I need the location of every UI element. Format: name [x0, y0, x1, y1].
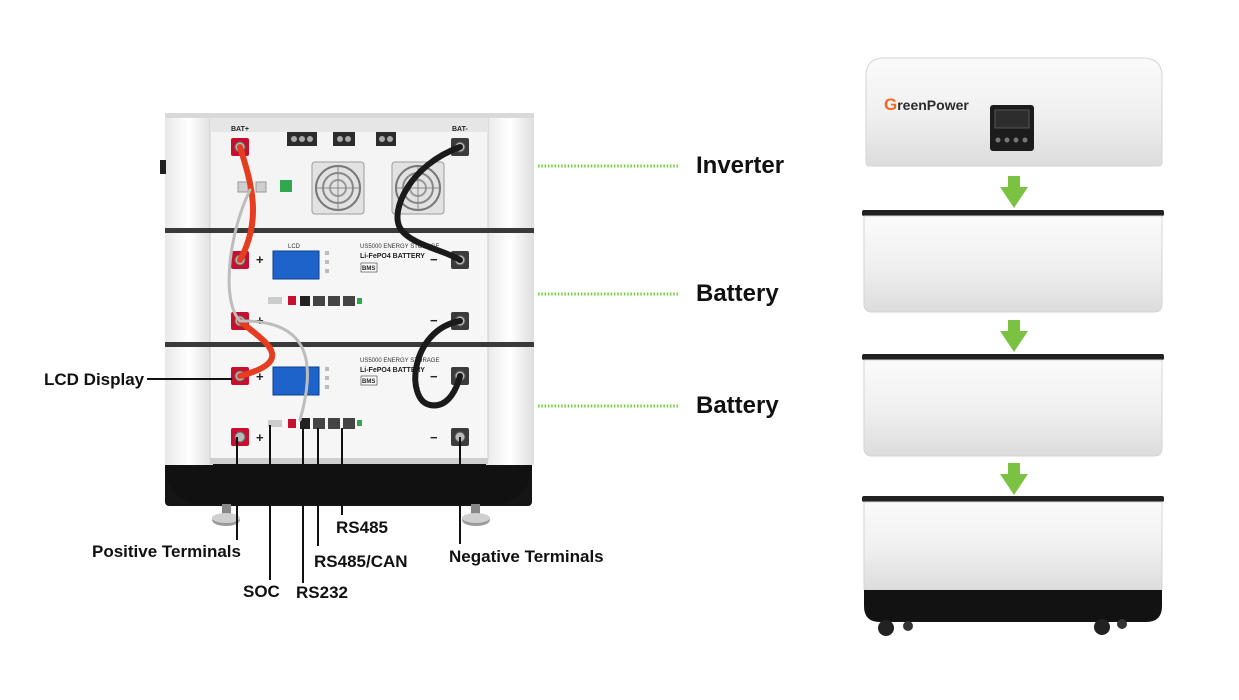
bottom-module [862, 496, 1164, 636]
stacked-unit-photo: BAT+ BAT- [160, 113, 534, 526]
battery-1-module [862, 210, 1164, 313]
fan-icon [311, 161, 365, 215]
minus-mark: − [430, 252, 438, 267]
port-row [268, 418, 362, 429]
bms-print: BMS [362, 379, 375, 385]
chem-print: Li-FePO4 BATTERY [360, 367, 425, 374]
negative-terminals-label: Negative Terminals [449, 547, 604, 566]
battery-2-panel: US5000 ENERGY STORAGE Li-FePO4 BATTERY B… [268, 358, 439, 429]
wheel-icon [903, 621, 913, 631]
fan-icon [391, 161, 445, 215]
model-print: US5000 ENERGY STORAGE [360, 244, 439, 250]
callout-lines [147, 378, 461, 583]
left-side-panel [165, 113, 213, 465]
wheel-icon [1117, 619, 1127, 629]
plus-mark: + [256, 430, 264, 445]
wheel-icon [1094, 619, 1110, 635]
rs232-label: RS232 [296, 583, 348, 602]
battery-label: Battery [696, 392, 779, 419]
plus-mark: + [256, 369, 264, 384]
plus-mark: + [256, 252, 264, 267]
minus-mark: − [430, 430, 438, 445]
down-arrow-icon [1000, 320, 1028, 352]
port-row [268, 296, 362, 306]
positive-terminals-label: Positive Terminals [92, 542, 241, 561]
brand-logo-initial: G [884, 95, 898, 114]
right-side-panel [486, 113, 534, 465]
battery-2-module [862, 354, 1164, 457]
down-arrow-icon [1000, 463, 1028, 495]
minus-mark: − [430, 369, 438, 384]
product-stack [862, 57, 1164, 636]
right-foot [462, 504, 490, 526]
connector-lines [538, 164, 680, 408]
brand-logo-text: reenPower [897, 97, 969, 113]
battery-label: Battery [696, 280, 779, 307]
lcd-display-label: LCD Display [44, 370, 145, 389]
bms-print: BMS [362, 266, 375, 272]
inverter-module [865, 57, 1163, 167]
battery-1-panel: LCD US5000 ENERGY STORAGE Li-FePO4 BATTE… [268, 244, 439, 306]
down-arrow-icon [1000, 176, 1028, 208]
wheel-icon [878, 620, 894, 636]
inverter-label: Inverter [696, 152, 785, 179]
brand-logo: GreenPower [884, 95, 969, 115]
plus-mark: + [256, 313, 264, 328]
minus-mark: − [430, 313, 438, 328]
lcd-screen [272, 250, 320, 280]
ac-breakers [287, 132, 396, 146]
bat-plus-print: BAT+ [231, 126, 249, 133]
soc-label: SOC [243, 582, 280, 601]
model-print: US5000 ENERGY STORAGE [360, 358, 439, 364]
chem-print: Li-FePO4 BATTERY [360, 253, 425, 260]
rs485-can-label: RS485/CAN [314, 552, 408, 571]
lcd-screen [272, 366, 320, 396]
lcd-print: LCD [288, 244, 301, 250]
bat-minus-print: BAT- [452, 126, 468, 133]
left-foot [212, 504, 240, 526]
power-cables [227, 144, 463, 422]
rs485-label: RS485 [336, 518, 388, 537]
